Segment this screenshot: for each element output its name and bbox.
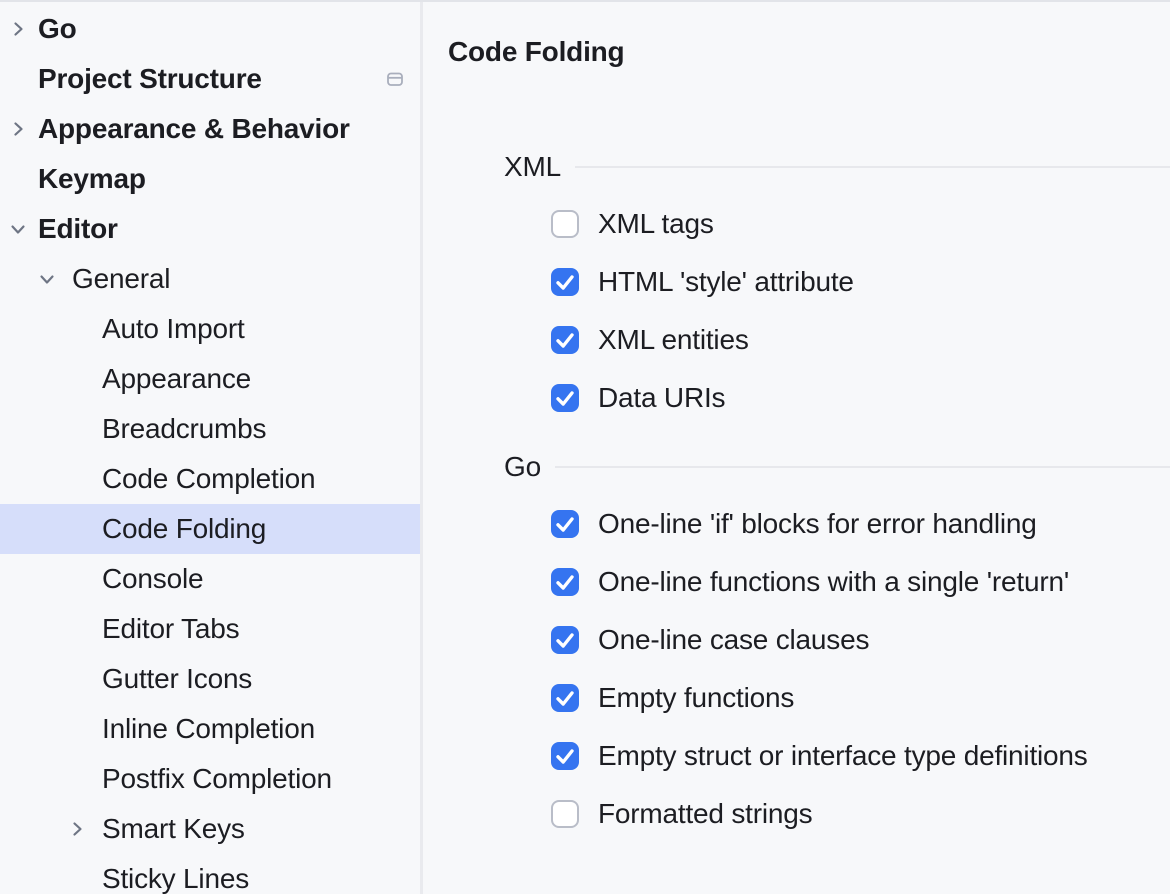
sidebar-item-auto-import[interactable]: Auto Import (0, 304, 420, 354)
option-empty-functions[interactable]: Empty functions (551, 684, 1170, 712)
sidebar-item-label: Gutter Icons (102, 663, 253, 694)
option-one-line-functions-with-a-single-return[interactable]: One-line functions with a single 'return… (551, 568, 1170, 596)
sidebar-item-label: Editor Tabs (102, 613, 240, 644)
sidebar-item-breadcrumbs[interactable]: Breadcrumbs (0, 404, 420, 454)
sidebar-item-editor[interactable]: Editor (0, 204, 420, 254)
checkbox-checked[interactable] (551, 510, 579, 538)
sidebar-item-appearance-behavior[interactable]: Appearance & Behavior (0, 104, 420, 154)
section-header: XML (448, 153, 1170, 181)
sidebar-item-label: Sticky Lines (102, 863, 249, 894)
checkbox-unchecked[interactable] (551, 210, 579, 238)
checkbox-checked[interactable] (551, 742, 579, 770)
checkbox-label[interactable]: Empty functions (598, 682, 795, 713)
sidebar-item-general[interactable]: General (0, 254, 420, 304)
chevron-down-icon[interactable] (8, 219, 28, 239)
sidebar-item-label: Smart Keys (102, 813, 245, 844)
chevron-down-icon[interactable] (37, 269, 57, 289)
option-xml-tags[interactable]: XML tags (551, 210, 1170, 238)
sidebar-item-label: Inline Completion (102, 713, 315, 744)
checkbox-label[interactable]: Data URIs (598, 382, 726, 413)
sidebar-resize-handle[interactable] (420, 2, 423, 894)
sidebar-item-code-completion[interactable]: Code Completion (0, 454, 420, 504)
checkbox-checked[interactable] (551, 326, 579, 354)
sidebar-item-project-structure[interactable]: Project Structure (0, 54, 420, 104)
sidebar-item-label: Console (102, 563, 204, 594)
sidebar-item-label: Code Folding (102, 513, 267, 544)
checkbox-label[interactable]: One-line 'if' blocks for error handling (598, 508, 1037, 539)
page-title: Code Folding (448, 36, 625, 67)
sidebar-item-postfix-completion[interactable]: Postfix Completion (0, 754, 420, 804)
option-empty-struct-or-interface-type-definitions[interactable]: Empty struct or interface type definitio… (551, 742, 1170, 770)
option-one-line-if-blocks-for-error-handling[interactable]: One-line 'if' blocks for error handling (551, 510, 1170, 538)
checkbox-checked[interactable] (551, 268, 579, 296)
option-formatted-strings[interactable]: Formatted strings (551, 800, 1170, 828)
sidebar-item-label: Auto Import (102, 313, 245, 344)
sidebar-item-label: Code Completion (102, 463, 316, 494)
checkbox-checked[interactable] (551, 626, 579, 654)
checkbox-label[interactable]: Formatted strings (598, 798, 813, 829)
checkbox-label[interactable]: One-line functions with a single 'return… (598, 566, 1069, 597)
sidebar-item-label: Go (38, 13, 77, 44)
sidebar-item-label: Appearance (102, 363, 252, 394)
sidebar-item-label: Breadcrumbs (102, 413, 267, 444)
sidebar-item-gutter-icons[interactable]: Gutter Icons (0, 654, 420, 704)
option-data-uris[interactable]: Data URIs (551, 384, 1170, 412)
section-title: Go (504, 451, 541, 482)
checkbox-checked[interactable] (551, 684, 579, 712)
sidebar-item-console[interactable]: Console (0, 554, 420, 604)
checkbox-label[interactable]: One-line case clauses (598, 624, 870, 655)
section-title: XML (504, 151, 561, 182)
sidebar-item-editor-tabs[interactable]: Editor Tabs (0, 604, 420, 654)
sidebar-item-code-folding[interactable]: Code Folding (0, 504, 420, 554)
section-header: Go (448, 453, 1170, 481)
sidebar-item-smart-keys[interactable]: Smart Keys (0, 804, 420, 854)
option-xml-entities[interactable]: XML entities (551, 326, 1170, 354)
sidebar-item-label: Editor (38, 213, 118, 244)
window-icon (385, 69, 405, 89)
sidebar-item-sticky-lines[interactable]: Sticky Lines (0, 854, 420, 894)
sidebar-item-label: Appearance & Behavior (38, 113, 350, 144)
sidebar-item-go[interactable]: Go (0, 4, 420, 54)
checkbox-checked[interactable] (551, 384, 579, 412)
checkbox-label[interactable]: XML entities (598, 324, 749, 355)
checkbox-label[interactable]: Empty struct or interface type definitio… (598, 740, 1088, 771)
checkbox-checked[interactable] (551, 568, 579, 596)
sidebar-item-label: General (72, 263, 171, 294)
checkbox-label[interactable]: XML tags (598, 208, 714, 239)
checkbox-label[interactable]: HTML 'style' attribute (598, 266, 854, 297)
sidebar-item-inline-completion[interactable]: Inline Completion (0, 704, 420, 754)
checkbox-unchecked[interactable] (551, 800, 579, 828)
option-one-line-case-clauses[interactable]: One-line case clauses (551, 626, 1170, 654)
sidebar-item-label: Keymap (38, 163, 146, 194)
section-divider (574, 166, 1170, 168)
section-divider (554, 466, 1170, 468)
sidebar-item-appearance[interactable]: Appearance (0, 354, 420, 404)
chevron-right-icon[interactable] (8, 19, 28, 39)
chevron-right-icon[interactable] (67, 819, 87, 839)
option-html-style-attribute[interactable]: HTML 'style' attribute (551, 268, 1170, 296)
chevron-right-icon[interactable] (8, 119, 28, 139)
sidebar-item-label: Postfix Completion (102, 763, 332, 794)
sidebar-item-keymap[interactable]: Keymap (0, 154, 420, 204)
sidebar-item-label: Project Structure (38, 63, 262, 94)
